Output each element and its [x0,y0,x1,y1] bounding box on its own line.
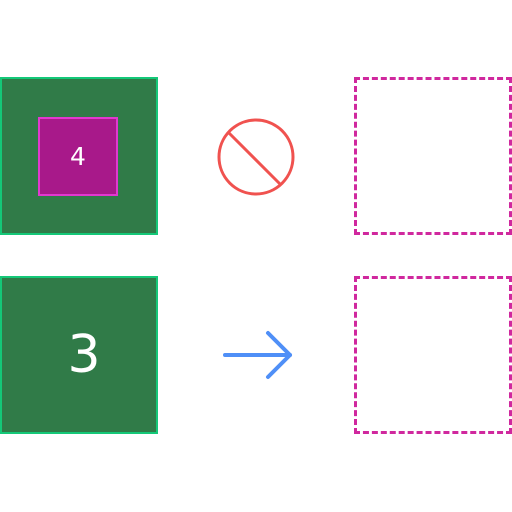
source-tile-label: 3 [67,325,101,385]
target-slot-row1[interactable] [354,77,512,235]
nested-tile-label: 4 [70,142,86,171]
target-slot-row2[interactable] [354,276,512,434]
source-tile-row2[interactable] [0,276,158,434]
arrow-right-icon [223,331,292,379]
prohibited-icon [217,118,295,196]
nested-tile-4[interactable]: 4 [38,117,118,196]
